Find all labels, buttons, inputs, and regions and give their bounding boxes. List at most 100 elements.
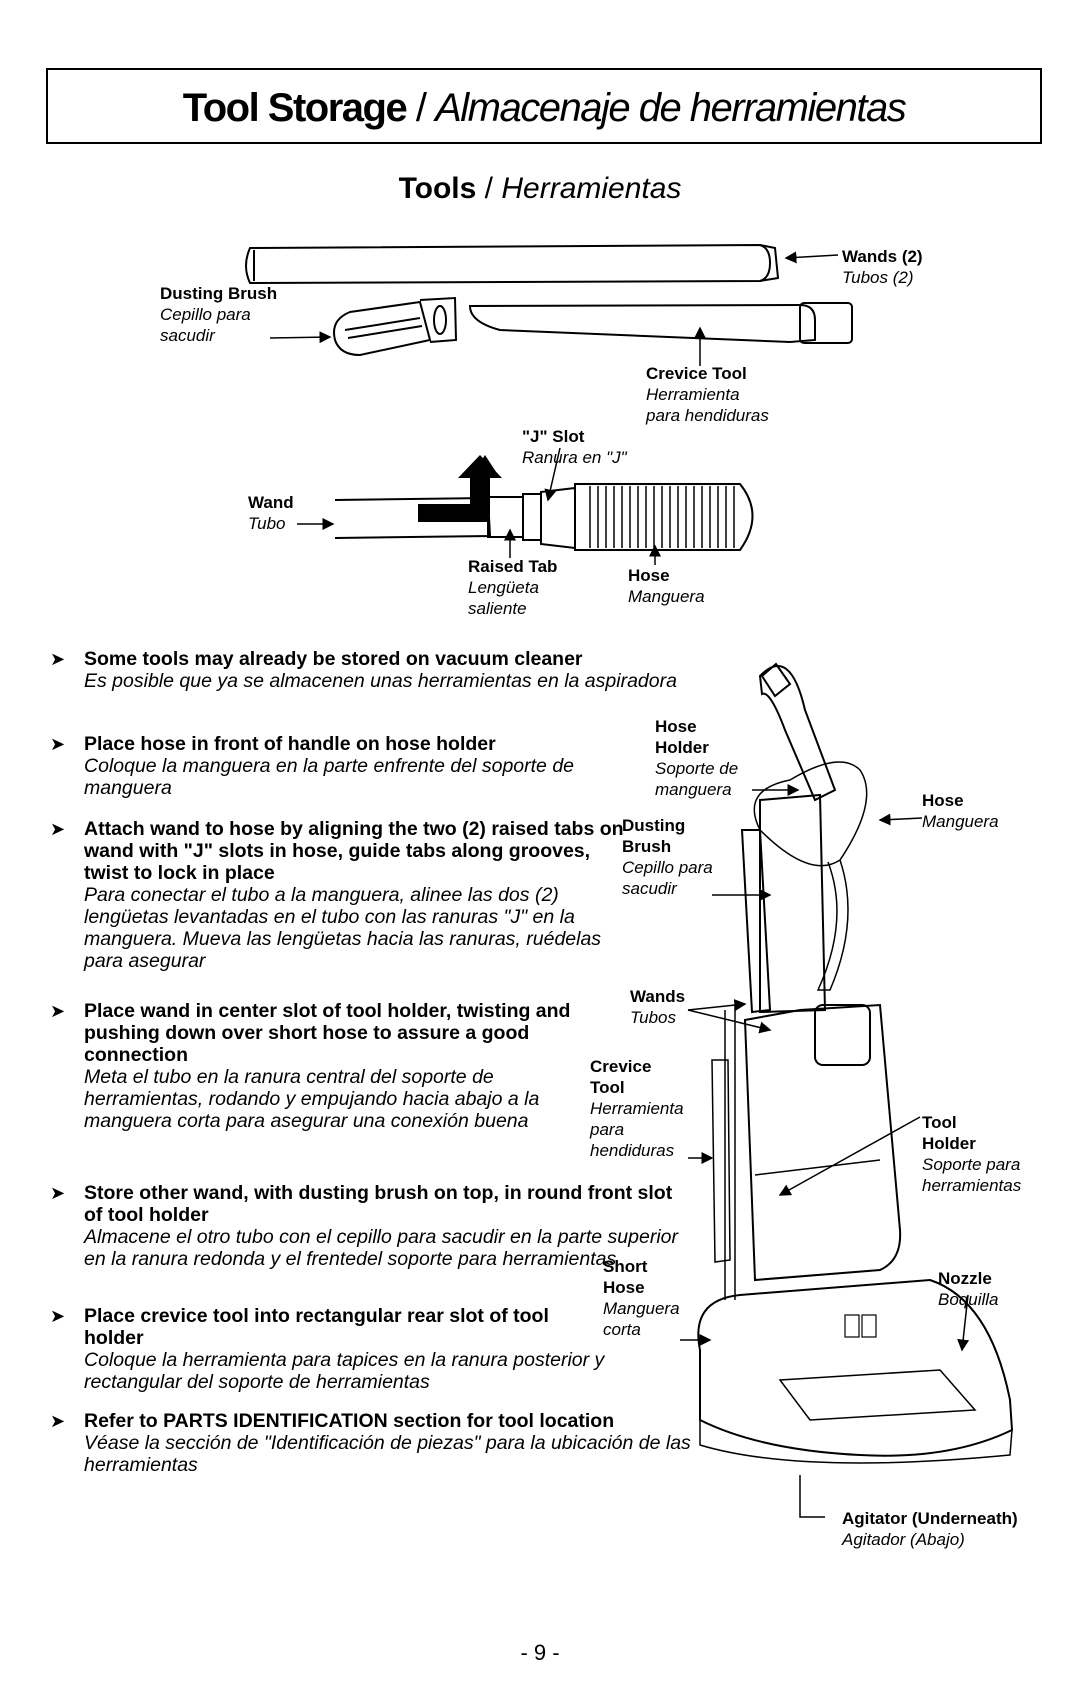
bullet-arrow-icon: ➤ — [50, 734, 66, 754]
label-tool-holder: Tool Holder Soporte para herramientas — [922, 1112, 1021, 1196]
label-hose-holder-es-2: manguera — [655, 780, 732, 799]
dusting-brush-leader — [269, 331, 332, 344]
instruction-en: Place hose in front of handle on hose ho… — [84, 733, 496, 755]
label-tool-holder-es-1: Soporte para — [922, 1155, 1021, 1174]
bullet-arrow-icon: ➤ — [50, 1411, 66, 1431]
label-hose-holder: Hose Holder Soporte de manguera — [655, 716, 738, 800]
instruction-item: ➤ Place crevice tool into rectangular re… — [50, 1305, 610, 1393]
tools-heading-spanish: Herramientas — [501, 172, 682, 205]
instruction-item: ➤ Refer to PARTS IDENTIFICATION section … — [50, 1410, 715, 1476]
label-crevice-tool-vacuum-es-3: hendiduras — [590, 1141, 675, 1160]
label-dusting-brush-top-es-2: sacudir — [160, 326, 215, 345]
instruction-es: Coloque la herramienta para tapices en l… — [84, 1349, 605, 1393]
instruction-en: Attach wand to hose by aligning the two … — [84, 818, 624, 884]
page-title-box: Tool Storage / Almacenaje de herramienta… — [46, 68, 1042, 144]
instruction-es: Meta el tubo en la ranura central del so… — [84, 1066, 540, 1132]
page-number: - 9 - — [520, 1640, 560, 1665]
title-separator: / — [406, 86, 436, 130]
label-dusting-brush-vacuum: Dusting Brush Cepillo para sacudir — [622, 815, 713, 899]
instruction-en: Place crevice tool into rectangular rear… — [84, 1305, 549, 1349]
instruction-item: ➤ Store other wand, with dusting brush o… — [50, 1182, 690, 1270]
label-wands-vacuum-es: Tubos — [630, 1008, 676, 1027]
label-hose-vacuum: Hose Manguera — [922, 790, 999, 832]
label-short-hose-en-1: Short — [603, 1257, 648, 1276]
bullet-arrow-icon: ➤ — [50, 649, 66, 669]
instruction-item: ➤ Some tools may already be stored on va… — [50, 648, 690, 692]
bullet-arrow-icon: ➤ — [50, 1183, 66, 1203]
tools-heading: Tools / Herramientas — [0, 172, 1080, 206]
instruction-es: Es posible que ya se almacenen unas herr… — [84, 670, 677, 692]
wand-drawing-top — [245, 243, 780, 285]
label-nozzle-en: Nozzle — [938, 1269, 992, 1288]
instruction-es: Almacene el otro tubo con el cepillo par… — [84, 1226, 679, 1270]
label-agitator: Agitator (Underneath) Agitador (Abajo) — [842, 1508, 1018, 1550]
label-short-hose: Short Hose Manguera corta — [603, 1256, 680, 1340]
instruction-item: ➤ Place hose in front of handle on hose … — [50, 733, 625, 799]
dusting-brush-drawing — [333, 296, 458, 357]
label-crevice-tool-top: Crevice Tool Herramienta para hendiduras — [646, 363, 769, 426]
wand-hose-drawing — [334, 483, 754, 551]
label-j-slot: "J" Slot Ranura en "J" — [522, 426, 627, 468]
label-crevice-tool-top-en: Crevice Tool — [646, 364, 747, 383]
label-dusting-brush-vacuum-es-2: sacudir — [622, 879, 677, 898]
label-dusting-brush-vacuum-en-1: Dusting — [622, 816, 686, 835]
instruction-en: Store other wand, with dusting brush on … — [84, 1182, 673, 1226]
instruction-en: Place wand in center slot of tool holder… — [84, 1000, 571, 1066]
bullet-arrow-icon: ➤ — [50, 1001, 66, 1021]
label-dusting-brush-vacuum-en-2: Brush — [622, 837, 672, 856]
page-title: Tool Storage / Almacenaje de herramienta… — [48, 70, 1040, 146]
vacuum-drawing — [697, 662, 1014, 1464]
label-dusting-brush-top-es-1: Cepillo para — [160, 305, 251, 324]
label-tool-holder-en-2: Holder — [922, 1134, 976, 1153]
label-hose-holder-es-1: Soporte de — [655, 759, 739, 778]
label-short-hose-en-2: Hose — [603, 1278, 645, 1297]
j-slot-leader — [544, 447, 561, 502]
label-raised-tab-es-1: Lengüeta — [468, 578, 539, 597]
label-crevice-tool-vacuum-en-1: Crevice — [590, 1057, 652, 1076]
label-wands-vacuum-en: Wands — [630, 987, 686, 1006]
label-short-hose-es-2: corta — [603, 1320, 641, 1339]
instruction-en: Some tools may already be stored on vacu… — [84, 648, 583, 670]
label-dusting-brush-vacuum-es-1: Cepillo para — [622, 858, 713, 877]
label-agitator-en: Agitator (Underneath) — [842, 1509, 1018, 1528]
label-raised-tab-es-2: saliente — [468, 599, 527, 618]
instruction-es: Véase la sección de "Identificación de p… — [84, 1432, 691, 1476]
label-tool-holder-es-2: herramientas — [922, 1176, 1022, 1195]
instruction-item: ➤ Place wand in center slot of tool hold… — [50, 1000, 605, 1132]
label-crevice-tool-top-es-2: para hendiduras — [646, 406, 769, 425]
label-wands-top-es: Tubos (2) — [842, 268, 914, 287]
label-tool-holder-en-1: Tool — [922, 1113, 957, 1132]
label-wand-en: Wand — [248, 493, 294, 512]
label-agitator-es: Agitador (Abajo) — [842, 1530, 965, 1549]
tools-heading-english: Tools — [398, 172, 477, 205]
label-raised-tab: Raised Tab Lengüeta saliente — [468, 556, 557, 619]
label-dusting-brush-top: Dusting Brush Cepillo para sacudir — [160, 283, 277, 346]
label-hose-vacuum-en: Hose — [922, 791, 964, 810]
label-short-hose-es-1: Manguera — [603, 1299, 680, 1318]
label-crevice-tool-top-es-1: Herramienta — [646, 385, 740, 404]
label-wand: Wand Tubo — [248, 492, 294, 534]
label-crevice-tool-vacuum: Crevice Tool Herramienta para hendiduras — [590, 1056, 684, 1161]
label-nozzle: Nozzle Boquilla — [938, 1268, 999, 1310]
label-crevice-tool-vacuum-en-2: Tool — [590, 1078, 625, 1097]
vacuum-leader-lines — [680, 784, 970, 1518]
label-raised-tab-en: Raised Tab — [468, 557, 558, 576]
label-wand-es: Tubo — [248, 514, 286, 533]
title-english: Tool Storage — [182, 86, 408, 130]
tools-heading-separator: / — [476, 172, 502, 205]
instruction-item: ➤ Attach wand to hose by aligning the tw… — [50, 818, 630, 972]
bullet-arrow-icon: ➤ — [50, 1306, 66, 1326]
label-hose-holder-en-1: Hose — [655, 717, 697, 736]
label-hose-top-en: Hose — [628, 566, 670, 585]
instruction-es: Coloque la manguera en la parte enfrente… — [84, 755, 575, 799]
crevice-tool-drawing — [468, 302, 853, 344]
label-dusting-brush-top-en: Dusting Brush — [160, 284, 278, 303]
label-hose-top: Hose Manguera — [628, 565, 705, 607]
label-j-slot-en: "J" Slot — [522, 427, 585, 446]
label-crevice-tool-vacuum-es-1: Herramienta — [590, 1099, 684, 1118]
label-hose-vacuum-es: Manguera — [922, 812, 999, 831]
title-spanish: Almacenaje de herramientas — [435, 86, 907, 130]
label-nozzle-es: Boquilla — [938, 1290, 999, 1309]
bullet-arrow-icon: ➤ — [50, 819, 66, 839]
